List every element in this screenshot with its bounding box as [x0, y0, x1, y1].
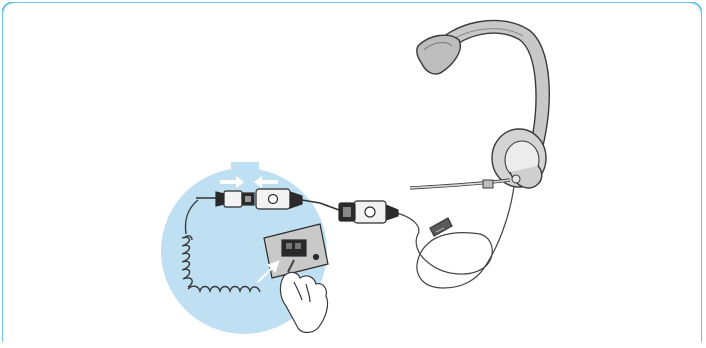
arrow-up-right-icon [257, 260, 280, 283]
extension-cable [319, 202, 340, 211]
instruction-illustration [2, 2, 702, 342]
coiled-cable-icon [181, 199, 261, 294]
push-arrows [220, 176, 278, 188]
connection-detail-inset [161, 162, 329, 334]
panel-frame [2, 2, 702, 342]
arrow-right-icon [220, 176, 244, 188]
stabilizer-pad [416, 34, 461, 75]
clothing-clip-icon [429, 217, 453, 237]
hand-icon [279, 271, 329, 334]
strain-relief [385, 204, 399, 221]
arrow-left-icon [254, 176, 278, 188]
phone-jack-icon [263, 223, 329, 279]
headset-icon [409, 19, 550, 190]
connector-pair [196, 188, 321, 210]
headset-cable [399, 185, 515, 289]
quick-disconnect-connector-icon [338, 200, 401, 224]
